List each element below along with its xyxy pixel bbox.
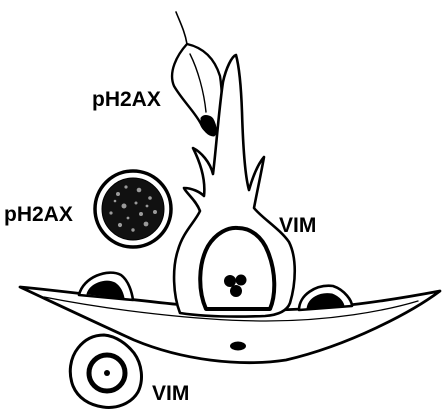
ph2ax-round-cell (95, 171, 171, 247)
vim-round-cell-nucleolus (104, 370, 110, 376)
spindle-cell-nucleus (230, 342, 246, 351)
spindle-cell-left-bump (79, 273, 133, 300)
vim-label-right: VIM (279, 214, 316, 237)
spindle-cell-right-bump (299, 286, 352, 310)
vim-label-bottom: VIM (152, 382, 189, 405)
ph2ax-elongated-cell (172, 12, 222, 136)
vim-round-cell (70, 335, 141, 407)
cell-stalk (176, 12, 187, 44)
ph2ax-label-left: pH2AX (4, 203, 73, 226)
ph2ax-label-top: pH2AX (92, 88, 161, 111)
